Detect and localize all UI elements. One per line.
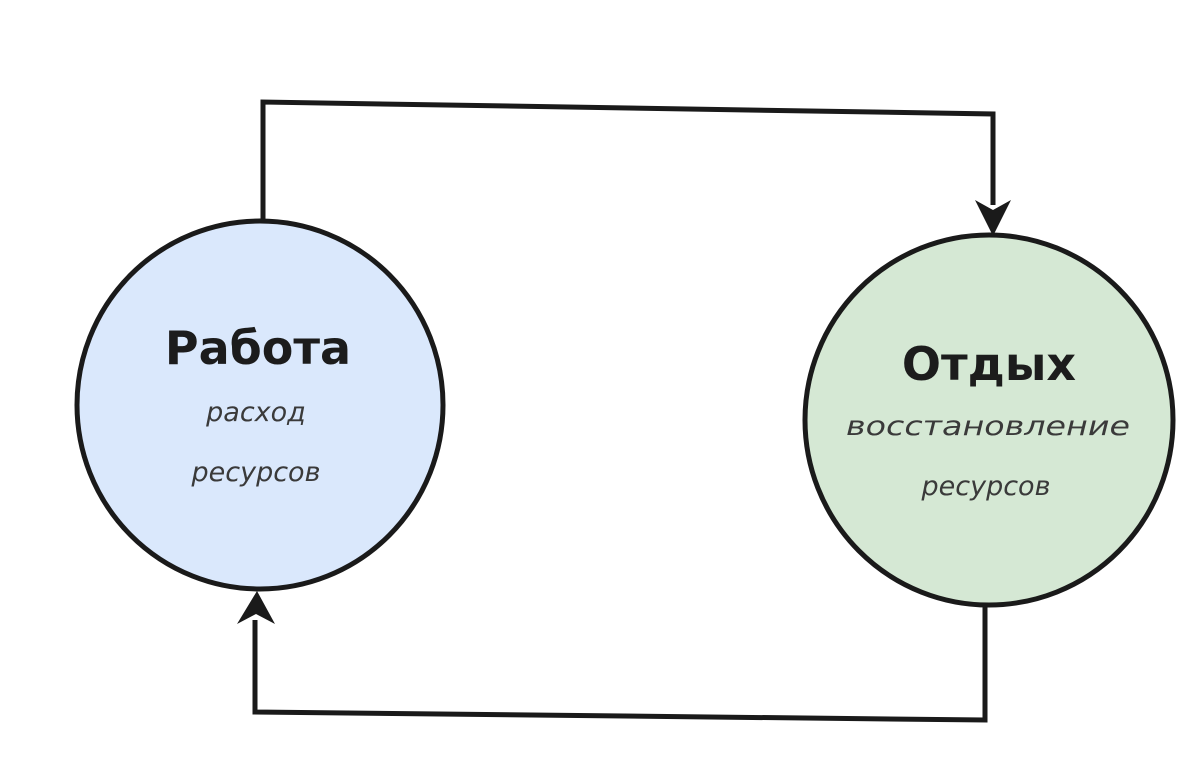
edge-work-to-rest [260,99,1011,236]
node-rest-subtitle-line2: ресурсов [921,471,1051,502]
edge-work-to-rest-line [260,99,996,222]
node-work-subtitle-line2: ресурсов [191,457,321,488]
arrowhead-down-icon [975,200,1011,236]
edge-rest-to-work [237,591,988,723]
node-rest-circle [802,232,1176,608]
node-rest: Отдых восстановление ресурсов [802,232,1176,608]
arrowhead-up-icon [237,591,275,624]
node-work-subtitle-line1: расход [205,397,306,428]
node-work-title: Работа [165,321,351,375]
node-work-circle [74,218,446,592]
node-rest-title: Отдых [902,337,1076,391]
node-work: Работа расход ресурсов [74,218,446,592]
node-rest-subtitle-line1: восстановление [846,411,1130,442]
edge-rest-to-work-line [252,604,988,723]
